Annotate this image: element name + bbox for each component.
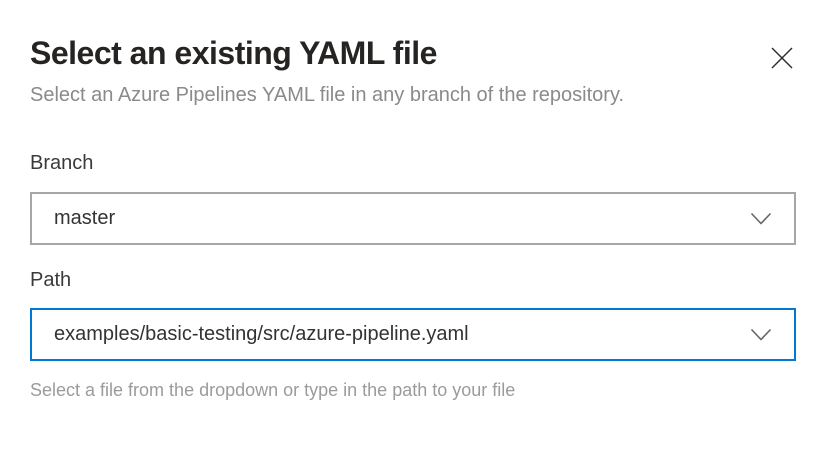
page-title: Select an existing YAML file xyxy=(30,35,437,71)
branch-dropdown[interactable]: master xyxy=(30,192,796,245)
path-dropdown[interactable]: examples/basic-testing/src/azure-pipelin… xyxy=(30,308,796,361)
chevron-down-icon xyxy=(750,328,772,341)
dialog-subtitle: Select an Azure Pipelines YAML file in a… xyxy=(30,84,625,106)
path-helper-text: Select a file from the dropdown or type … xyxy=(30,380,516,400)
branch-label: Branch xyxy=(30,152,94,174)
close-button[interactable] xyxy=(760,38,804,78)
chevron-down-icon xyxy=(750,212,772,225)
close-icon xyxy=(771,47,793,69)
path-label: Path xyxy=(30,269,72,291)
path-dropdown-value: examples/basic-testing/src/azure-pipelin… xyxy=(54,323,469,345)
branch-dropdown-value: master xyxy=(54,207,116,229)
